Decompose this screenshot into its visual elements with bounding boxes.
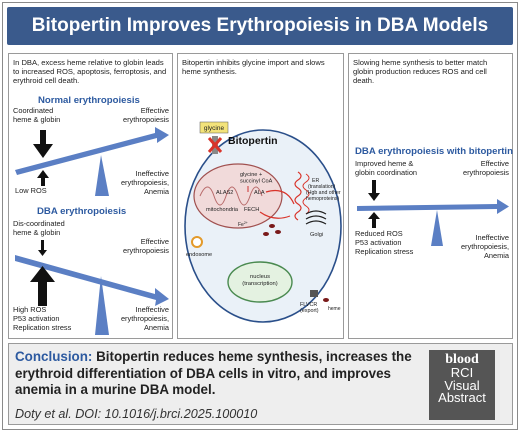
conclusion-body: Bitopertin reduces heme synthesis, incre… — [15, 349, 412, 398]
panel-right: Slowing heme synthesis to better match g… — [348, 53, 513, 339]
substrate-label: glycine +succinyl CoA — [240, 172, 273, 185]
normal-top-left-label: Coordinated heme & globin — [13, 106, 61, 124]
left-intro: In DBA, excess heme relative to globin l… — [13, 58, 167, 86]
panel-middle: Bitopertin inhibits glycine import and s… — [177, 53, 344, 339]
dba-bottom-right-label: Ineffective erythropoiesis, Anemia — [120, 305, 169, 332]
bitopertin-label: Bitopertin — [228, 135, 278, 147]
dba-heading: DBA erythropoiesis — [37, 206, 127, 217]
normal-heading: Normal erythropoiesis — [38, 95, 140, 106]
flvcr-label: FLVCR(export) — [300, 302, 319, 314]
panel-left: In DBA, excess heme relative to globin l… — [8, 53, 173, 339]
journal-brand-logo: blood RCI Visual Abstract — [429, 350, 495, 420]
normal-bottom-left-label: Low ROS — [15, 186, 47, 195]
dba-up-arrow — [30, 266, 55, 306]
right-intro: Slowing heme synthesis to better match g… — [353, 58, 488, 86]
brand-line-3: Visual — [444, 377, 480, 393]
normal-fulcrum — [95, 155, 109, 196]
normal-up-arrow — [37, 170, 49, 186]
conclusion-text: Conclusion: Bitopertin reduces heme synt… — [15, 349, 427, 399]
right-top-right-label: Effective erythropoiesis — [462, 159, 509, 177]
title-bar: Bitopertin Improves Erythropoiesis in DB… — [7, 7, 513, 45]
page-title: Bitopertin Improves Erythropoiesis in DB… — [31, 15, 489, 36]
mitochondria-label: mitochondria — [206, 207, 239, 213]
nucleus-label: nucleus(transcription) — [242, 274, 278, 287]
normal-down-arrow — [33, 130, 53, 158]
right-up-arrow — [368, 212, 380, 228]
endosome — [191, 236, 203, 248]
fe-label: Fe2+ — [238, 221, 248, 228]
nucleus — [227, 261, 293, 303]
right-fulcrum — [431, 210, 443, 246]
alas2-label: ALAS2 — [216, 190, 233, 196]
golgi — [305, 210, 327, 225]
glycine-label: glycine — [204, 125, 225, 132]
right-top-left-label: Improved heme & globin coordination — [355, 159, 418, 177]
dba-top-left-label: Dis-coordinated heme & globin — [13, 219, 65, 237]
brand-line-2: RCI — [450, 365, 474, 380]
cell-diagram: glycine Bitopertin glycine +succinyl CoA… — [184, 121, 342, 323]
normal-beam-arrow — [15, 127, 169, 175]
ala-label: ALA — [254, 190, 265, 196]
fech-label: FECH — [244, 207, 259, 213]
endosome-label: endosome — [186, 252, 212, 258]
dba-bottom-left-label: High ROS P53 activation Replication stre… — [13, 305, 72, 332]
visual-abstract: Bitopertin Improves Erythropoiesis in DB… — [2, 2, 518, 430]
conclusion-box: Conclusion: Bitopertin reduces heme synt… — [8, 343, 513, 425]
right-beam-arrow — [357, 199, 509, 214]
citation: Doty et al. DOI: 10.1016/j.brci.2025.100… — [15, 407, 258, 421]
brand-line-1: blood — [445, 352, 479, 367]
right-bottom-right-label: Ineffective erythropoiesis, Anemia — [460, 233, 509, 260]
dba-beam-arrow — [15, 255, 169, 306]
dba-fulcrum — [95, 276, 109, 335]
right-down-arrow — [368, 180, 380, 201]
endoplasmic-reticulum — [294, 171, 302, 221]
right-heading: DBA erythropoiesis with bitopertin — [355, 146, 513, 157]
heme-label: heme — [328, 306, 341, 312]
conclusion-heading: Conclusion: — [15, 349, 93, 364]
flvcr-transporter — [310, 290, 318, 297]
dba-top-right-label: Effective erythropoiesis — [122, 237, 169, 255]
left-seesaw-graphics — [15, 127, 169, 335]
right-seesaw-graphics — [357, 180, 509, 246]
glycine-box — [199, 121, 229, 134]
golgi-label: Golgi — [310, 232, 323, 238]
dba-down-arrow — [38, 240, 47, 256]
middle-intro: Bitopertin inhibits glycine import and s… — [182, 58, 325, 77]
normal-bottom-right-label: Ineffective erythropoiesis, Anemia — [120, 169, 169, 196]
right-bottom-left-label: Reduced ROS P53 activation Replication s… — [355, 229, 414, 256]
brand-line-4: Abstract — [438, 390, 486, 405]
normal-top-right-label: Effective erythropoiesis — [122, 106, 169, 124]
